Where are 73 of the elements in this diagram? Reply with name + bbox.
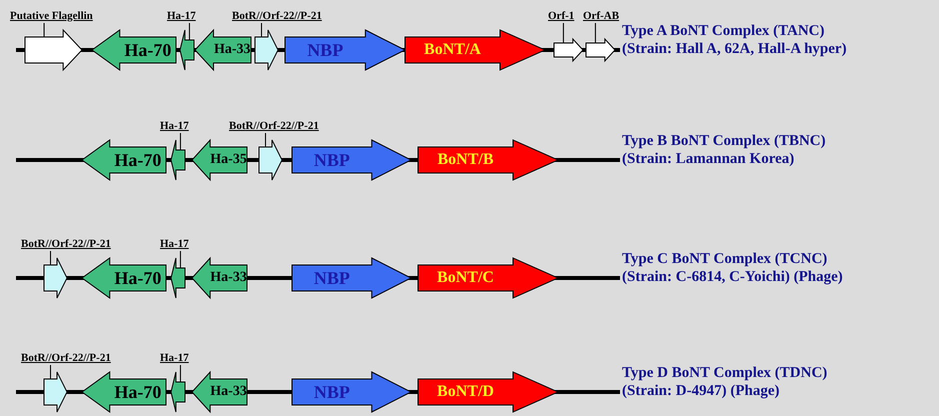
gene-label: Ha-17: [167, 10, 196, 23]
leader-line: [180, 132, 181, 150]
gene-label: BotR//Orf-22//P-21: [232, 10, 322, 23]
gene-name: BoNT/D: [436, 384, 495, 400]
gene-symbol: [418, 258, 558, 298]
gene-symbol: [292, 140, 411, 180]
complex-title: Type C BoNT Complex (TCNC): [622, 250, 828, 268]
gene-label: BotR//Orf-22//P-21: [229, 120, 319, 133]
gene-name: NBP: [306, 41, 344, 59]
gene-symbol: [44, 372, 67, 412]
gene-name: Ha-70: [113, 269, 162, 287]
leader-line: [261, 22, 262, 38]
gene-name: Ha-35: [210, 153, 247, 167]
gene-symbol: [82, 258, 166, 298]
leader-line: [188, 22, 190, 40]
gene-symbol: [25, 30, 82, 70]
gene-name: BoNT/B: [436, 152, 494, 168]
gene-symbol: [171, 258, 185, 298]
strain-note: (Strain: C-6814, C-Yoichi) (Phage): [622, 268, 843, 286]
gene-symbol: [292, 258, 411, 298]
gene-name: NBP: [312, 269, 351, 287]
gene-name: Ha-70: [113, 383, 162, 401]
complex-title: Type D BoNT Complex (TDNC): [622, 364, 828, 382]
leader-line: [50, 364, 51, 380]
gene-symbol: [192, 140, 247, 180]
gene-name: NBP: [312, 383, 351, 401]
strain-note: (Strain: D-4947) (Phage): [622, 382, 780, 400]
gene-label: BotR//Orf-22//P-21: [21, 238, 111, 251]
gene-label: Orf-1: [548, 10, 574, 23]
gene-label: BotR//Orf-22//P-21: [21, 352, 111, 365]
gene-label: Putative Flagellin: [10, 10, 93, 23]
gene-symbol: [92, 30, 176, 70]
gene-name: NBP: [312, 151, 351, 169]
gene-symbol: [82, 372, 166, 412]
gene-symbol: [405, 30, 545, 70]
gene-name: Ha-70: [123, 41, 172, 59]
leader-line: [44, 22, 45, 38]
strain-note: (Strain: Hall A, 62A, Hall-A hyper): [622, 40, 847, 58]
leader-line: [180, 364, 181, 382]
gene-name: Ha-70: [113, 151, 162, 169]
leader-line: [180, 250, 181, 268]
gene-name: Ha-33: [210, 385, 247, 399]
leader-line: [50, 250, 51, 266]
gene-symbol: [554, 39, 583, 61]
gene-symbol: [285, 30, 405, 70]
gene-name: BoNT/C: [436, 270, 495, 286]
leader-line: [594, 22, 596, 44]
gene-symbol: [171, 140, 185, 180]
gene-symbol: [82, 140, 166, 180]
gene-name: Ha-33: [213, 43, 251, 57]
gene-label: Ha-17: [160, 352, 189, 365]
gene-name: BoNT/A: [423, 42, 482, 58]
gene-symbol: [44, 258, 67, 298]
gene-name: Ha-33: [210, 271, 247, 285]
gene-symbol: [418, 372, 558, 412]
gene-symbol: [180, 30, 194, 70]
gene-symbol: [259, 140, 282, 180]
leader-line: [265, 132, 266, 148]
leader-line: [562, 22, 564, 44]
gene-label: Ha-17: [160, 120, 189, 133]
gene-symbol: [195, 30, 251, 70]
complex-title: Type A BoNT Complex (TANC): [622, 22, 825, 40]
strain-note: (Strain: Lamannan Korea): [622, 150, 794, 168]
gene-symbol: [255, 30, 278, 70]
gene-symbol: [586, 39, 615, 61]
gene-symbol: [192, 258, 247, 298]
gene-symbol: [171, 372, 185, 412]
gene-symbol: [292, 372, 411, 412]
complex-title: Type B BoNT Complex (TBNC): [622, 132, 826, 150]
gene-symbol: [192, 372, 247, 412]
gene-label: Ha-17: [160, 238, 189, 251]
gene-label: Orf-AB: [583, 10, 620, 23]
gene-symbol: [418, 140, 558, 180]
